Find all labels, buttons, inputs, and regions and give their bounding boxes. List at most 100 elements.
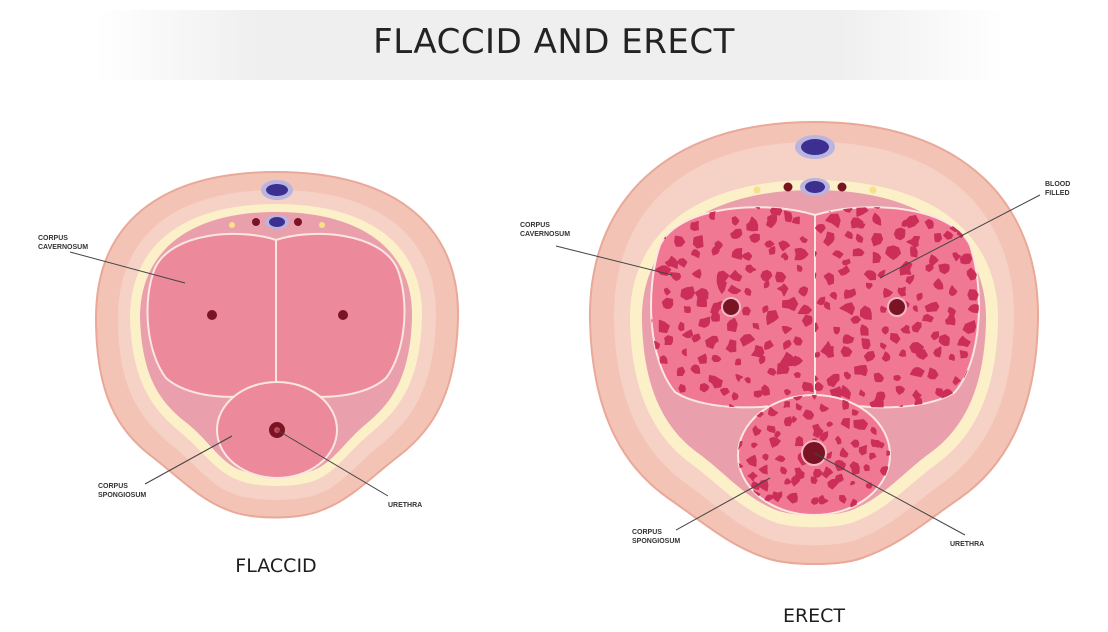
flaccid-cross-section: CORPUS CAVERNOSUM CORPUS SPONGIOSUM URET…: [38, 170, 460, 577]
blood-spot: [885, 245, 902, 261]
blood-spot: [783, 210, 793, 223]
blood-spot: [731, 392, 739, 401]
erect-central-artery-left: [721, 297, 741, 317]
blood-spot: [676, 366, 686, 377]
blood-spot: [794, 467, 805, 480]
blood-spot: [780, 351, 795, 367]
blood-spot: [933, 278, 944, 290]
blood-spot: [896, 404, 903, 408]
blood-spot: [842, 334, 855, 344]
blood-spot: [832, 250, 844, 259]
erect-leader-blood-filled: [879, 194, 1041, 279]
blood-spot: [844, 230, 853, 240]
blood-spot: [854, 364, 868, 377]
blood-spot: [883, 287, 893, 298]
blood-spot: [784, 388, 792, 396]
blood-spot: [865, 282, 873, 290]
blood-spot: [895, 385, 905, 395]
flaccid-artery-right: [294, 218, 302, 226]
blood-spot: [766, 425, 776, 434]
blood-spot: [778, 240, 791, 252]
blood-spot: [910, 246, 918, 258]
blood-spot: [680, 286, 695, 301]
blood-spot: [781, 296, 799, 312]
blood-spot: [669, 272, 682, 281]
erect-deep-vein: [805, 181, 825, 193]
blood-spot: [872, 251, 882, 264]
blood-spot: [825, 213, 841, 229]
blood-spot: [869, 394, 884, 408]
blood-spot: [751, 442, 758, 449]
blood-spot: [906, 235, 921, 249]
blood-spot: [746, 454, 757, 467]
blood-spot: [764, 240, 775, 248]
blood-spot: [912, 305, 918, 312]
blood-spot: [784, 478, 792, 485]
blood-spot: [767, 367, 777, 376]
blood-spot: [796, 264, 803, 272]
flaccid-leader-urethra: [276, 429, 389, 497]
erect-leader-cavernosum: [555, 245, 673, 276]
blood-spot: [966, 267, 978, 281]
blood-spot: [863, 350, 876, 362]
blood-spot: [947, 306, 956, 316]
blood-spot: [850, 315, 861, 324]
blood-spot: [783, 416, 793, 427]
page-title: FLACCID AND ERECT: [373, 22, 735, 62]
flaccid-caption: FLACCID: [235, 555, 316, 577]
blood-spot: [678, 384, 686, 393]
blood-spot: [930, 331, 940, 341]
blood-spot: [783, 401, 791, 408]
blood-spot: [728, 403, 737, 408]
blood-spot: [843, 371, 852, 380]
blood-spot: [797, 304, 812, 315]
blood-spot: [799, 236, 808, 244]
blood-spot: [758, 464, 768, 475]
blood-spot: [780, 466, 788, 475]
erect-label-blood-filled-2: FILLED: [1045, 190, 1070, 197]
blood-spot: [681, 348, 687, 357]
blood-spot: [934, 232, 943, 243]
erect-nerve-right: [869, 186, 877, 194]
blood-spot: [810, 476, 818, 485]
erect-caption: ERECT: [783, 605, 845, 627]
blood-spot: [872, 212, 882, 226]
blood-spot: [839, 302, 855, 316]
blood-spot: [823, 231, 835, 247]
blood-spot: [794, 435, 804, 447]
erect-cross-section: CORPUS CAVERNOSUM BLOOD FILLED CORPUS SP…: [520, 120, 1070, 627]
blood-spot: [850, 439, 860, 448]
blood-spot: [869, 207, 883, 209]
blood-spot: [815, 224, 826, 234]
blood-spot: [762, 305, 769, 314]
blood-spot: [774, 455, 786, 463]
blood-spot: [758, 356, 766, 365]
blood-spot: [683, 306, 691, 314]
blood-spot: [877, 269, 886, 279]
blood-spot: [927, 367, 939, 380]
blood-spot: [741, 306, 751, 316]
blood-spot: [858, 444, 868, 456]
blood-spot: [948, 353, 956, 361]
blood-spot: [690, 249, 701, 259]
blood-spot: [744, 376, 751, 384]
blood-spot: [815, 322, 819, 336]
blood-spot: [815, 351, 821, 358]
erect-label-blood-filled-1: BLOOD: [1045, 181, 1070, 188]
blood-spot: [794, 247, 809, 261]
blood-spot: [949, 285, 958, 297]
blood-spot: [900, 324, 911, 334]
blood-spot: [813, 468, 823, 479]
blood-spot: [741, 251, 753, 261]
blood-spot: [729, 270, 743, 282]
blood-spot: [924, 301, 940, 313]
blood-spot: [811, 395, 821, 400]
blood-spot: [726, 317, 738, 332]
blood-spot: [771, 491, 783, 503]
blood-spot: [791, 475, 801, 487]
blood-spot: [747, 471, 758, 482]
blood-spot: [777, 283, 789, 297]
blood-spot: [850, 480, 856, 486]
blood-spot: [840, 418, 850, 429]
erect-label-spongiosum-2: SPONGIOSUM: [632, 538, 680, 545]
